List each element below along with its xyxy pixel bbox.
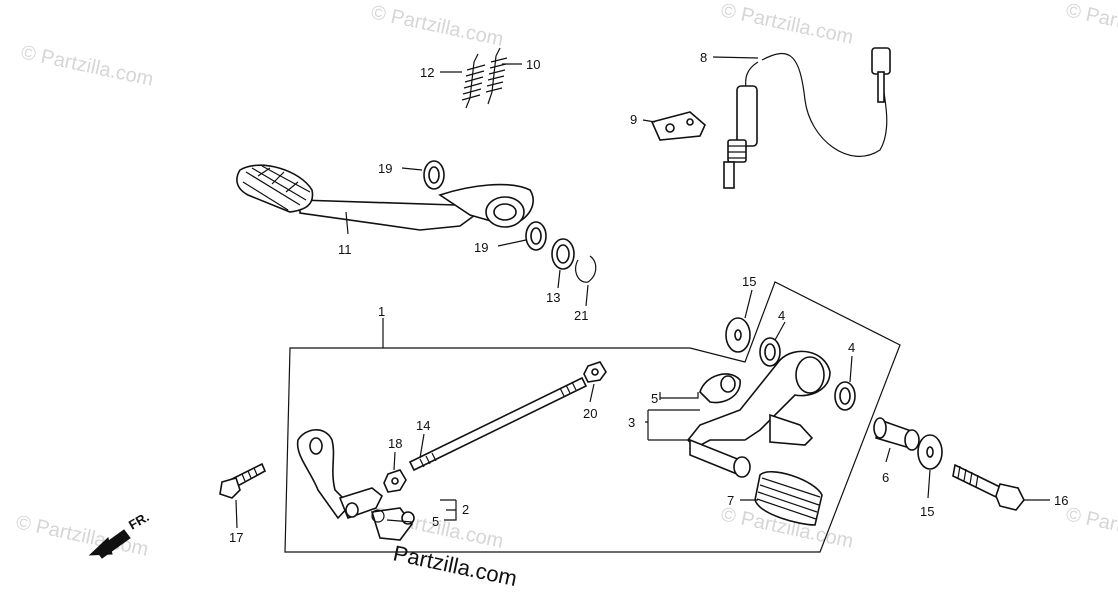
ball-joint-5-lower xyxy=(370,507,415,541)
nut-18 xyxy=(383,469,407,493)
watermark: © Partzilla.com xyxy=(1064,0,1118,49)
callout-4-right: 4 xyxy=(848,340,855,355)
copyright-symbol xyxy=(371,509,385,523)
callout-14: 14 xyxy=(416,418,430,433)
callout-3: 3 xyxy=(628,415,635,430)
callout-15-upper: 15 xyxy=(742,274,756,289)
watermark: © Partzilla.com xyxy=(1064,503,1118,553)
watermarks: © Partzilla.com © Partzilla.com © Partzi… xyxy=(14,0,1118,561)
watermark: © Partzilla.com xyxy=(369,1,505,51)
callout-6: 6 xyxy=(882,470,889,485)
bracket-9 xyxy=(650,111,706,141)
leader-lines xyxy=(235,56,1050,529)
callout-9: 9 xyxy=(630,112,637,127)
front-label: FR. xyxy=(126,509,152,532)
callout-5-upper: 5 xyxy=(651,391,658,406)
spring-12 xyxy=(461,53,486,109)
washer-19-lower xyxy=(525,221,547,251)
assembly-outline xyxy=(284,281,901,553)
callout-13: 13 xyxy=(546,290,560,305)
bushing-4-left xyxy=(759,337,781,367)
shift-pedal-11 xyxy=(236,164,534,231)
callout-15-lower: 15 xyxy=(920,504,934,519)
callout-labels: 8 9 12 10 19 11 19 13 21 1 15 4 4 5 20 3… xyxy=(229,50,1068,545)
washer-19-upper xyxy=(423,160,445,190)
callout-20: 20 xyxy=(583,406,597,421)
tie-rod-14 xyxy=(408,376,588,472)
callout-12: 12 xyxy=(420,65,434,80)
circlip-21 xyxy=(575,255,597,283)
washer-15-lower xyxy=(917,434,943,470)
callout-10: 10 xyxy=(526,57,540,72)
callout-8: 8 xyxy=(700,50,707,65)
washer-13 xyxy=(551,238,575,270)
stop-switch-8 xyxy=(723,47,891,189)
callout-21: 21 xyxy=(574,308,588,323)
callout-19-lower: 19 xyxy=(474,240,488,255)
callout-19-upper: 19 xyxy=(378,161,392,176)
step-rubber-7 xyxy=(754,470,823,526)
callout-11: 11 xyxy=(338,242,352,257)
callout-17: 17 xyxy=(229,530,243,545)
washer-15-upper xyxy=(725,317,751,353)
step-bracket-3 xyxy=(686,350,831,478)
watermark: © Partzilla.com xyxy=(719,0,855,49)
shift-arm-2 xyxy=(296,429,384,520)
callout-4-left: 4 xyxy=(778,308,785,323)
spring-10 xyxy=(485,47,508,105)
callout-7: 7 xyxy=(727,493,734,508)
bolt-16 xyxy=(952,463,1025,511)
bushing-4-right xyxy=(834,381,856,411)
callout-16: 16 xyxy=(1054,493,1068,508)
nut-20 xyxy=(583,361,607,383)
collar-6 xyxy=(873,417,920,451)
callout-1: 1 xyxy=(378,304,385,319)
bolt-17 xyxy=(219,462,267,499)
watermark: © Partzilla.com xyxy=(19,41,155,91)
callout-5-lower: 5 xyxy=(432,514,439,529)
callout-2: 2 xyxy=(462,502,469,517)
callout-18: 18 xyxy=(388,436,402,451)
